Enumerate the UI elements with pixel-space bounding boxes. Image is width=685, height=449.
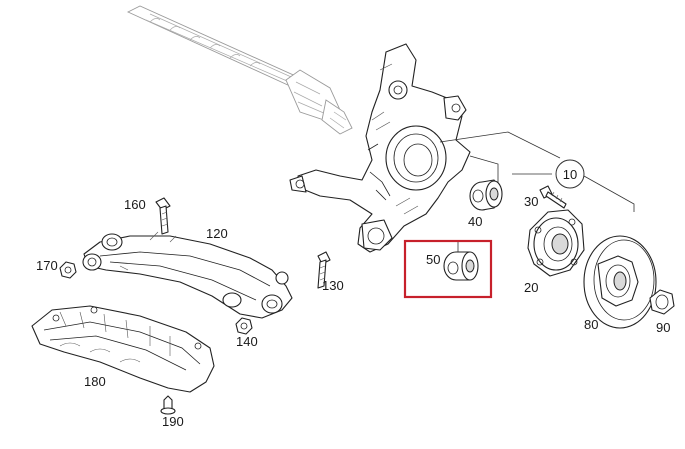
callout-10-circle <box>555 159 585 189</box>
wheel-hub-20: 20 <box>524 209 585 295</box>
label-30: 30 <box>524 194 538 209</box>
label-10: 10 <box>563 167 577 182</box>
brake-disc-80: 80 <box>583 235 657 332</box>
bushing-40: 40 <box>468 179 503 229</box>
label-40: 40 <box>468 214 482 229</box>
label-50: 50 <box>426 252 440 267</box>
control-arm-120: 120 <box>82 226 293 319</box>
label-20: 20 <box>524 280 538 295</box>
callout-10: 10 <box>439 131 635 212</box>
label-120: 120 <box>206 226 228 241</box>
label-190: 190 <box>162 414 184 429</box>
part-50-highlight-box <box>403 239 493 299</box>
label-180: 180 <box>84 374 106 389</box>
screw-190: 190 <box>160 395 184 429</box>
wheel-carrier <box>289 43 471 253</box>
underbody-panel-180: 180 <box>31 305 215 393</box>
label-90: 90 <box>656 320 670 335</box>
bolt-160: 160 <box>124 197 171 235</box>
nut-140: 140 <box>235 317 258 349</box>
bolt-30: 30 <box>524 185 567 209</box>
label-130: 130 <box>322 278 344 293</box>
label-170: 170 <box>36 258 58 273</box>
label-160: 160 <box>124 197 146 212</box>
bolt-130: 130 <box>317 251 344 293</box>
hub-nut-90: 90 <box>649 289 675 335</box>
drive-shaft <box>126 5 353 135</box>
nut-170: 170 <box>36 258 77 279</box>
label-80: 80 <box>584 317 598 332</box>
label-140: 140 <box>236 334 258 349</box>
bushing-50: 50 <box>403 239 493 299</box>
